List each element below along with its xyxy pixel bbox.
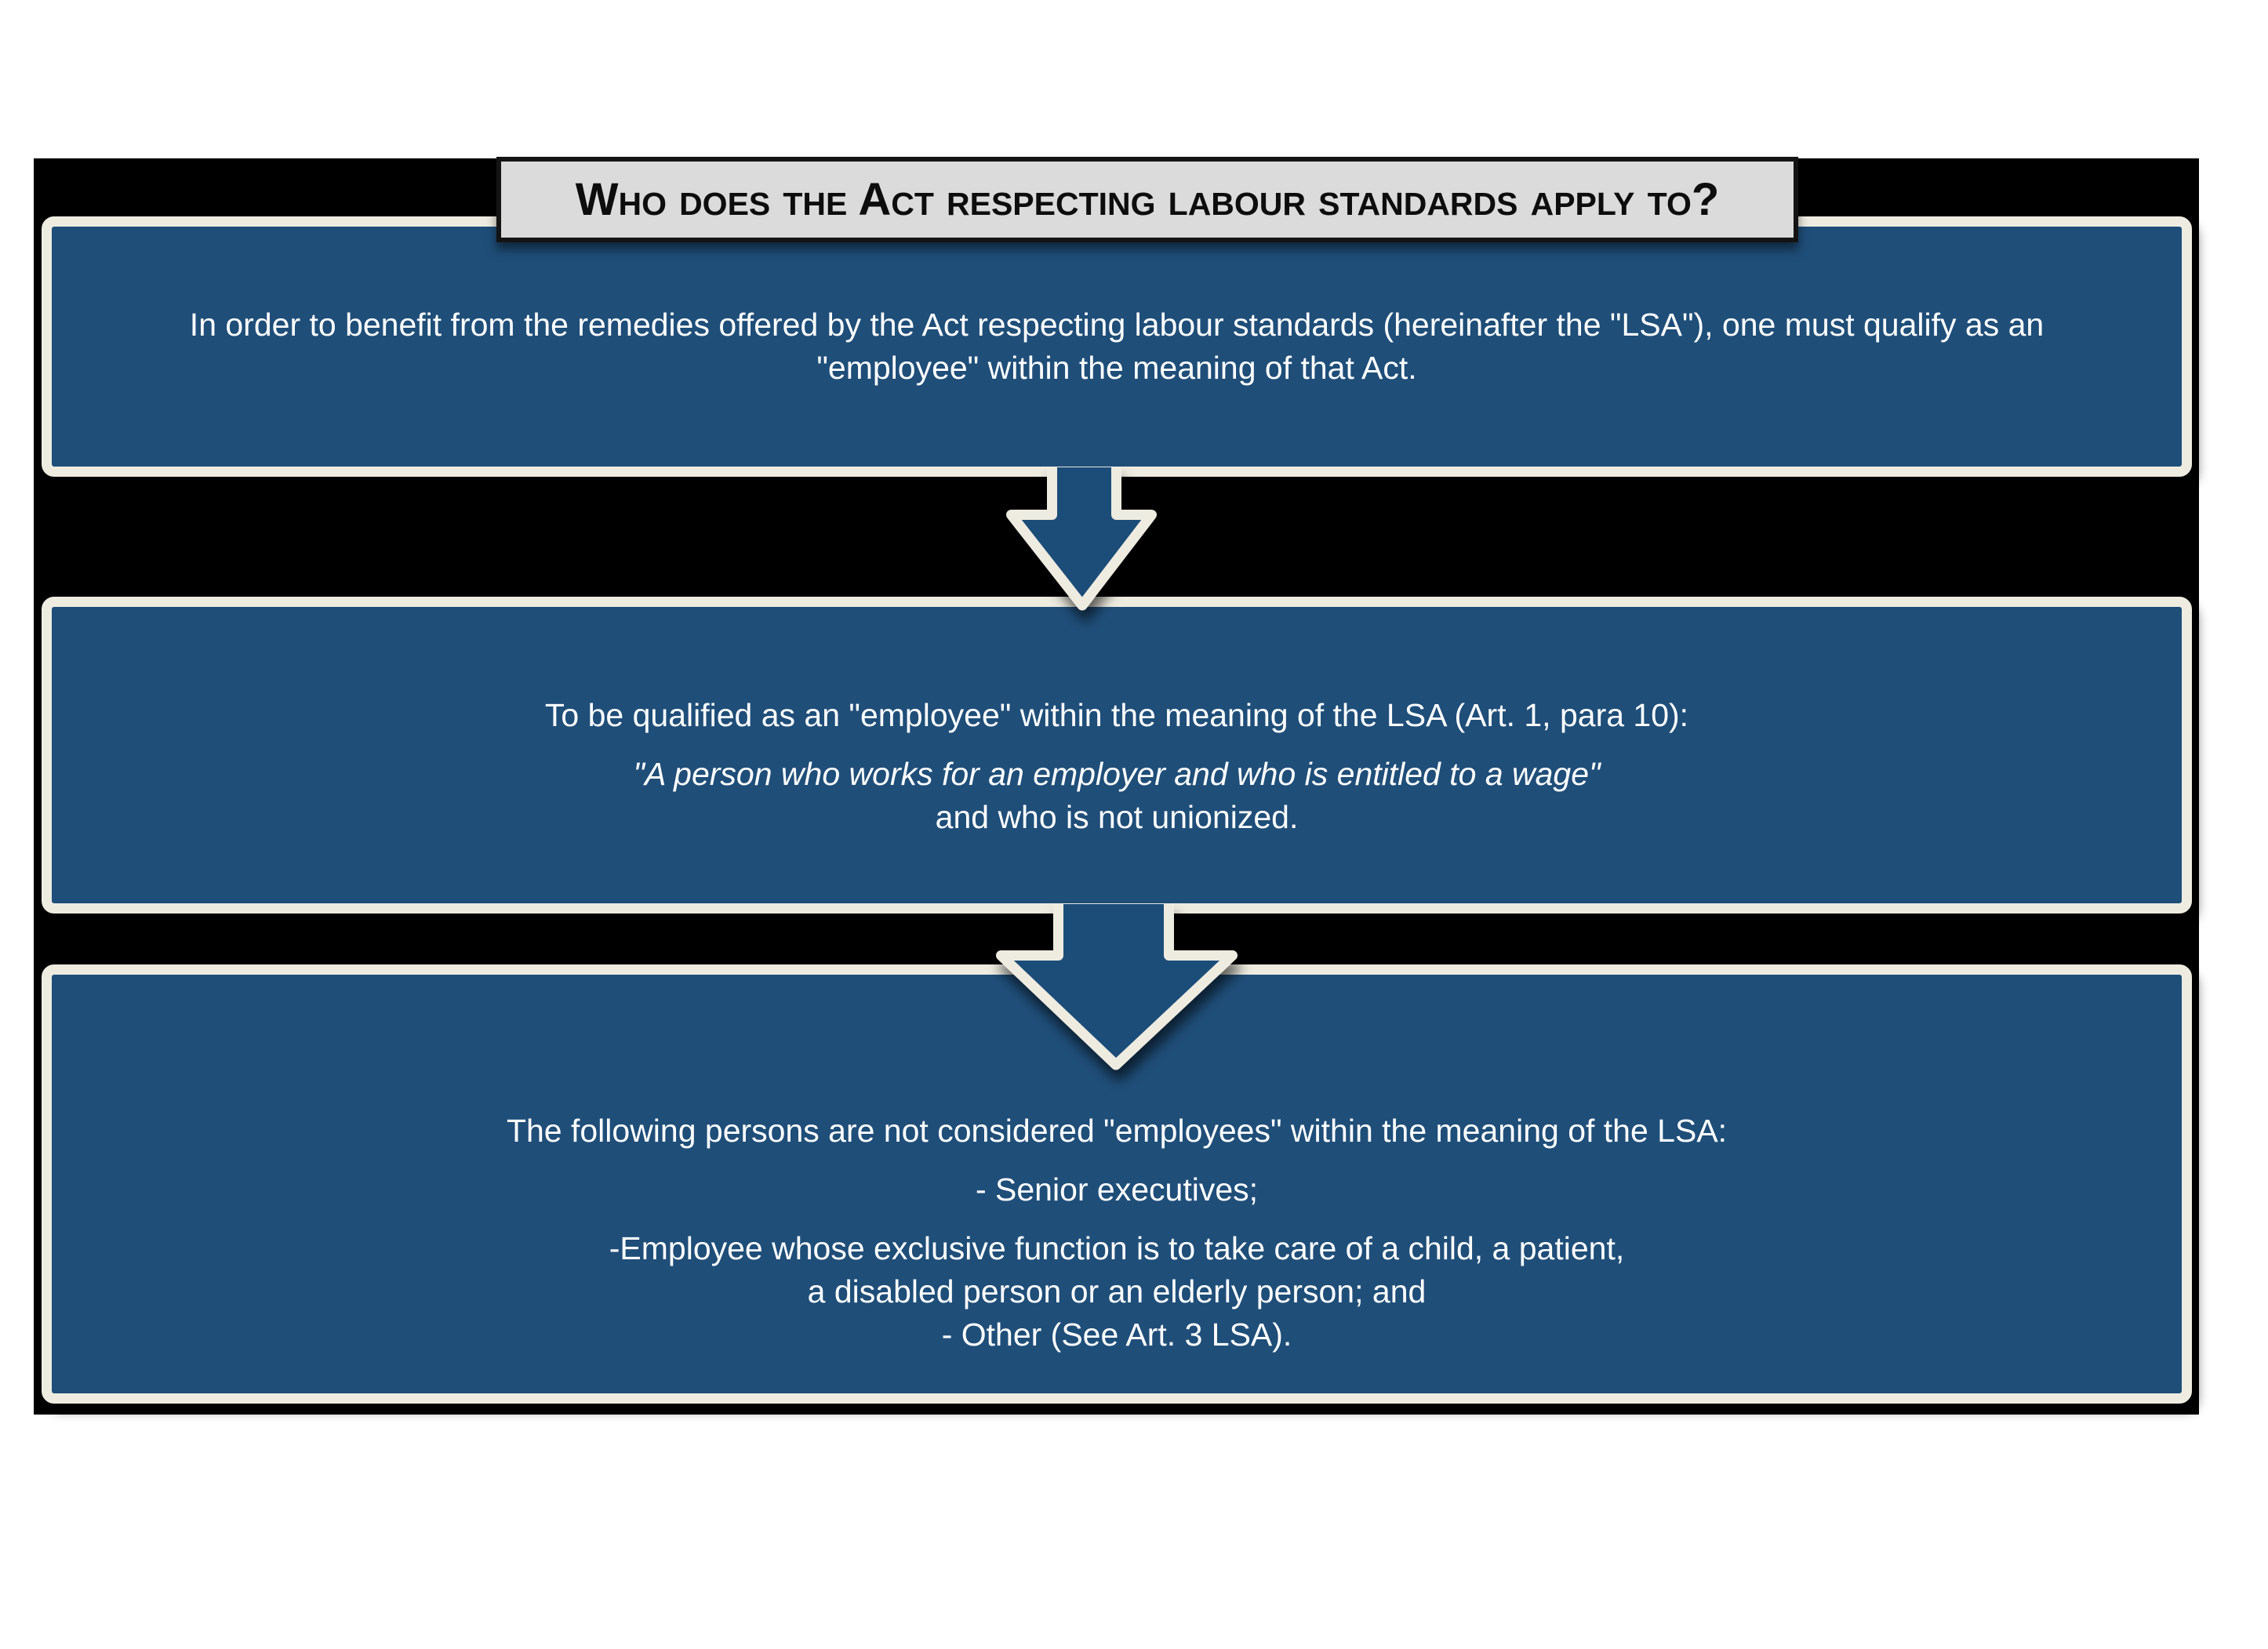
text-line: The following persons are not considered… — [506, 1113, 1728, 1149]
text-line: and who is not unionized. — [935, 798, 1299, 835]
text-line: "employee" within the meaning of that Ac… — [816, 350, 1417, 386]
paragraph: "A person who works for an employer and … — [52, 753, 2182, 839]
flow-box-employee-definition: To be qualified as an "employee" within … — [42, 597, 2192, 913]
text-line: a disabled person or an elderly person; … — [807, 1273, 1427, 1309]
list-item: - Senior executives; — [52, 1168, 2182, 1211]
flow-box-exclusions: The following persons are not considered… — [42, 964, 2192, 1404]
text-line: - Other (See Art. 3 LSA). — [941, 1317, 1292, 1353]
paragraph: To be qualified as an "employee" within … — [52, 694, 2182, 737]
flow-box-qualification-intro: In order to benefit from the remedies of… — [42, 216, 2192, 477]
text-line: In order to benefit from the remedies of… — [189, 307, 2044, 343]
list-item: -Employee whose exclusive function is to… — [52, 1227, 2182, 1357]
quoted-definition-line: "A person who works for an employer and … — [633, 755, 1601, 792]
text-line: To be qualified as an "employee" within … — [544, 696, 1689, 733]
text-line: -Employee whose exclusive function is to… — [609, 1230, 1625, 1266]
paragraph: The following persons are not considered… — [52, 1110, 2182, 1153]
title-banner: Who does the Act respecting labour stand… — [496, 157, 1798, 242]
page-title: Who does the Act respecting labour stand… — [575, 174, 1720, 225]
text-line: - Senior executives; — [975, 1171, 1259, 1208]
paragraph: In order to benefit from the remedies of… — [52, 303, 2182, 390]
